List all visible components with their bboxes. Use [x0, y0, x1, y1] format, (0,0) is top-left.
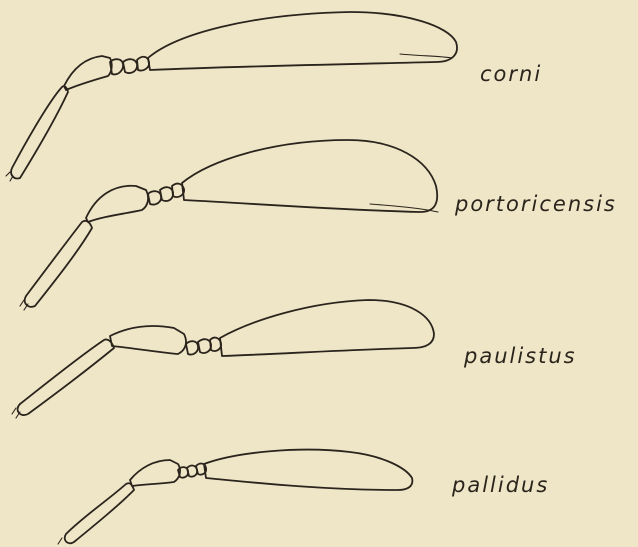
- label-paulistus: paulistus: [464, 344, 577, 368]
- label-pallidus: pallidus: [452, 473, 549, 497]
- antenna-pallidus-second-segment: [130, 460, 180, 486]
- label-portoricensis: portoricensis: [455, 192, 617, 216]
- antenna-portoricensis-club: [182, 140, 437, 212]
- antenna-pallidus-club: [204, 450, 412, 490]
- antenna-portoricensis-ring-2: [160, 187, 173, 201]
- antenna-corni-second-segment: [64, 56, 112, 90]
- antenna-paulistus-club: [220, 300, 434, 356]
- antenna-corni-basal-segment: [11, 86, 68, 178]
- antenna-corni: [6, 12, 457, 181]
- label-corni: corni: [480, 62, 542, 86]
- antenna-pallidus-basal-segment: [65, 483, 134, 543]
- antenna-corni-ring-2: [123, 59, 137, 73]
- antenna-paulistus-second-segment: [110, 326, 186, 354]
- antenna-paulistus: [12, 300, 434, 418]
- antenna-portoricensis-basal-segment: [25, 221, 92, 307]
- antenna-portoricensis: [20, 140, 438, 310]
- antenna-portoricensis-ring-1: [148, 191, 161, 204]
- antenna-paulistus-basal-segment: [18, 339, 114, 415]
- antenna-portoricensis-second-segment: [86, 186, 148, 222]
- antenna-paulistus-ring-2: [198, 339, 211, 353]
- antenna-pallidus: [58, 450, 412, 544]
- antenna-paulistus-ring-1: [186, 341, 198, 354]
- antenna-corni-club: [148, 12, 457, 70]
